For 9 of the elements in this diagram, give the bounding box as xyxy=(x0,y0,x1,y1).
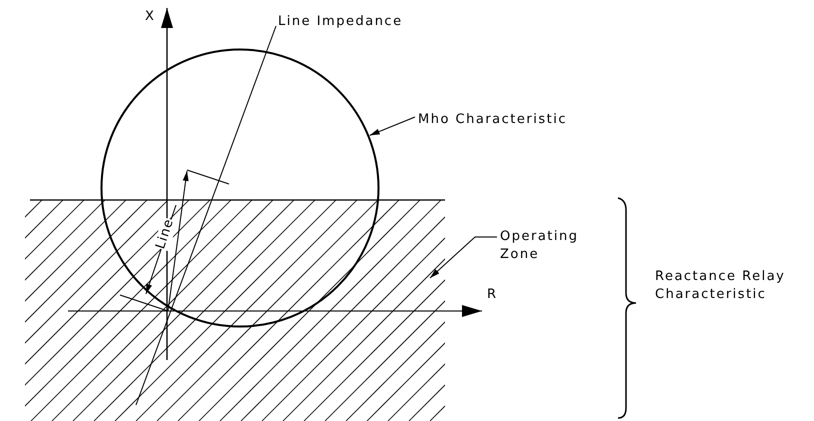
impedance-line xyxy=(136,26,276,406)
callout-text: Line Impedance xyxy=(278,13,403,31)
callout-text: Mho Characteristic xyxy=(418,111,567,129)
leader-line xyxy=(430,236,498,278)
callout-text: Reactance Relay Characteristic xyxy=(655,268,786,304)
leader-line xyxy=(369,116,416,136)
axis-label: X xyxy=(145,9,155,25)
callout-text: Operating Zone xyxy=(500,228,580,264)
axis-label: R xyxy=(487,287,498,303)
